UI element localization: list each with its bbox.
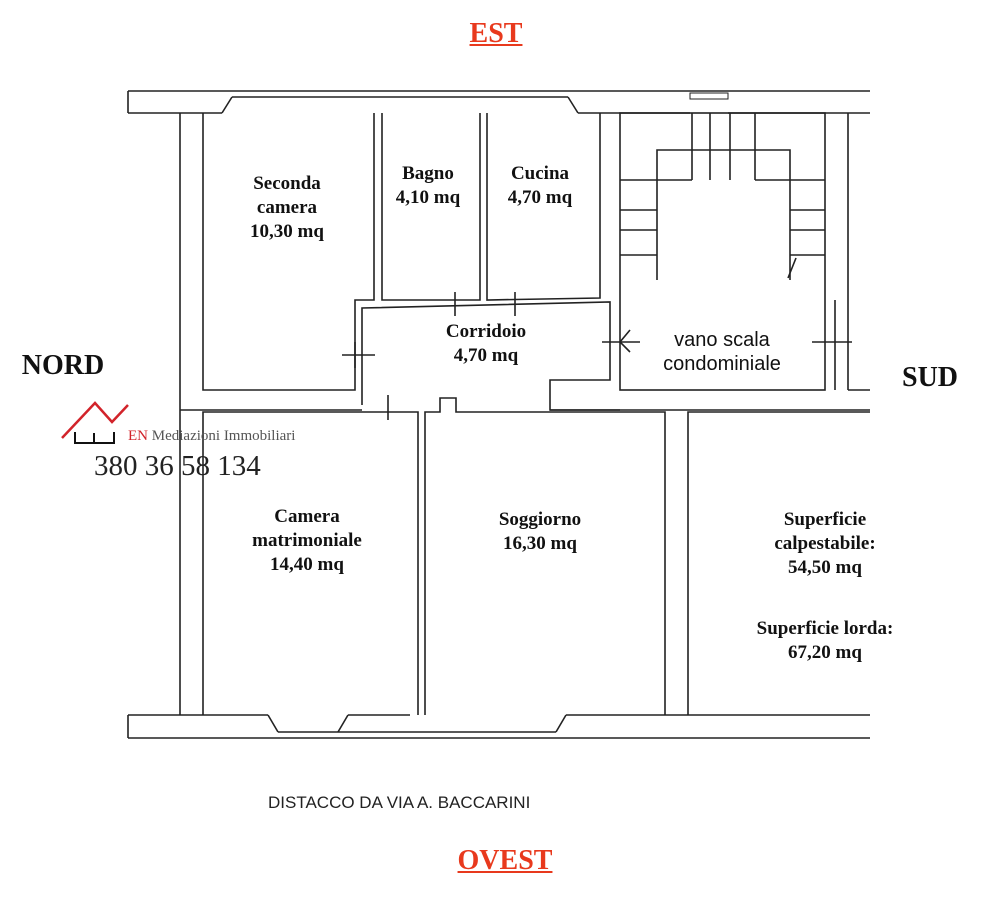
watermark-phone: 380 36 58 134 — [94, 450, 261, 482]
room-stairwell: vano scala condominiale — [663, 329, 781, 375]
compass-east: EST — [469, 18, 523, 49]
compass-south: SUD — [901, 362, 959, 393]
street-note: DISTACCO DA VIA A. BACCARINI — [268, 793, 531, 812]
watermark-brand: EN Mediazioni Immobiliari — [128, 428, 296, 444]
surface-summary: Superficie calpestabile:54,50 mq Superfi… — [756, 509, 894, 663]
compass-west: OVEST — [457, 845, 553, 876]
compass-north: NORD — [21, 350, 105, 381]
house-logo-icon — [61, 401, 129, 444]
